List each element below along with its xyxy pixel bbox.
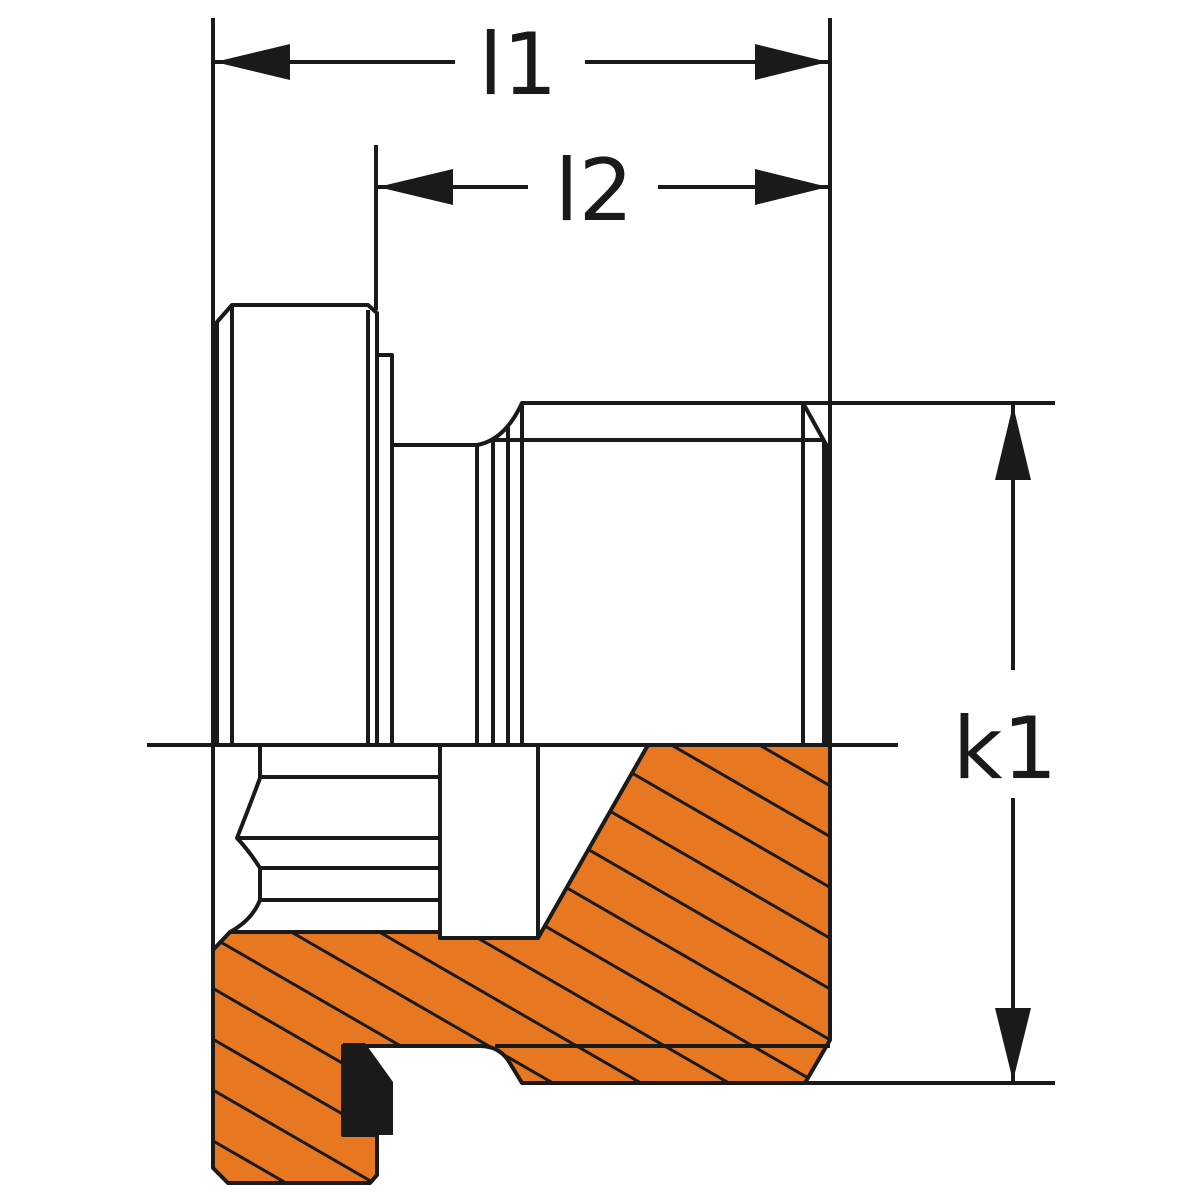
label-l2: l2 [555,141,634,241]
arrow-right-icon [755,169,828,205]
arrow-left-icon [378,169,453,205]
section-hatch [211,743,832,1185]
arrow-right-icon [755,44,828,80]
collar [377,353,394,745]
label-l1: l1 [479,15,558,115]
arrow-up-icon [995,405,1031,480]
arrow-left-icon [215,44,290,80]
neck [392,402,524,447]
bore [229,745,540,938]
hex-flange [215,303,379,745]
thread-body [520,401,830,745]
seal-ring [343,1043,393,1135]
label-k1: k1 [953,699,1058,799]
arrow-down-icon [995,1008,1031,1081]
